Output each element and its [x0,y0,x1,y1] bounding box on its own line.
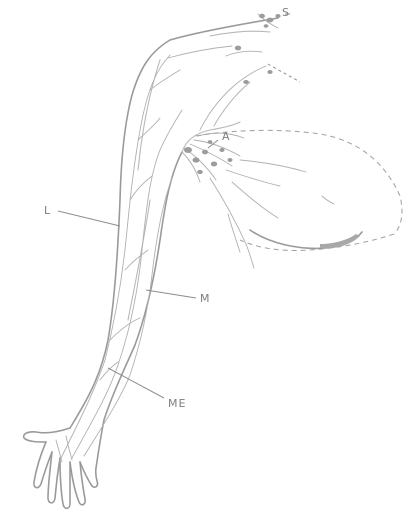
hand-outline [24,428,98,508]
label-l: L [44,204,51,217]
label-me: ME [168,397,186,410]
lymphatic-vessels [60,46,232,460]
diagram-labels: S A L M ME [44,6,290,410]
leader-m [146,290,196,298]
axillary-nodes [182,133,244,182]
label-m: M [200,292,211,305]
label-s: S [282,6,290,19]
leader-l [58,211,120,226]
leader-me [108,368,164,398]
label-a: A [222,130,231,143]
breast-outline [196,130,402,268]
